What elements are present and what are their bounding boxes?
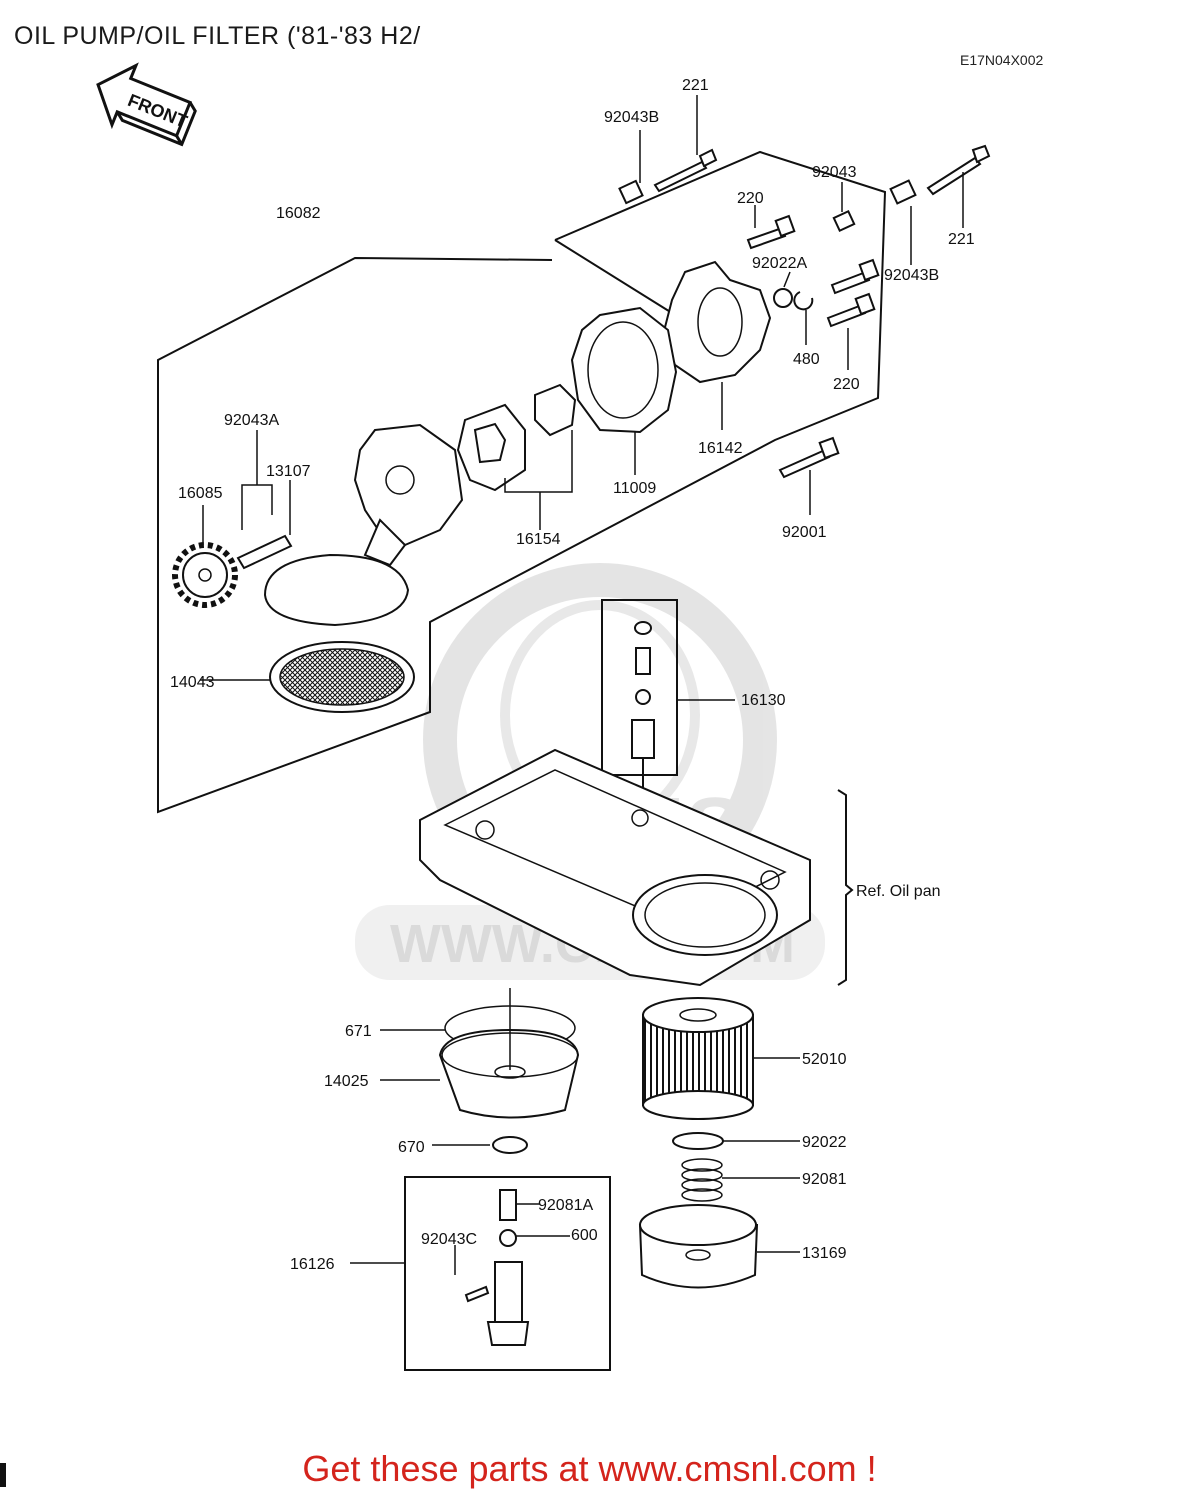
washer-92022 [672, 1132, 724, 1150]
label-671: 671 [345, 1023, 372, 1040]
label-16126: 16126 [290, 1256, 335, 1273]
edge-mark [0, 1463, 6, 1487]
label-92081: 92081 [802, 1171, 847, 1188]
washer-670 [492, 1136, 528, 1154]
cover-14025 [438, 1028, 580, 1119]
screen-14043 [269, 641, 415, 713]
label-16142: 16142 [698, 440, 743, 457]
label-16154: 16154 [516, 531, 561, 548]
sprocket-16085 [172, 542, 238, 608]
label-16085: 16085 [178, 485, 223, 502]
front-arrow-icon: FRONT [96, 62, 197, 147]
clip-480 [793, 291, 814, 311]
bolt-220-right [826, 258, 880, 328]
bypass-valve-16126 [464, 1189, 530, 1346]
label-92081A: 92081A [538, 1197, 593, 1214]
label-92043A: 92043A [224, 412, 279, 429]
rotor-set-16154 [456, 383, 577, 492]
label-600: 600 [571, 1227, 598, 1244]
label-92001: 92001 [782, 524, 827, 541]
page-title: OIL PUMP/OIL FILTER ('81-'83 H2/ [14, 22, 421, 50]
pump-body [353, 423, 464, 567]
label-480: 480 [793, 351, 820, 368]
label-220-top: 220 [737, 190, 764, 207]
diagram-code: E17N04X002 [960, 52, 1044, 68]
bypass-valve-box-16126 [404, 1176, 611, 1371]
footer-link[interactable]: Get these parts at www.cmsnl.com ! [302, 1448, 877, 1489]
label-14025: 14025 [324, 1073, 369, 1090]
strainer-cup [263, 553, 410, 627]
label-92022A: 92022A [752, 255, 807, 272]
label-221-top: 221 [682, 77, 709, 94]
bolt-221-top [618, 148, 718, 205]
label-92022: 92022 [802, 1134, 847, 1151]
label-92043: 92043 [812, 164, 857, 181]
pump-cover-16142 [661, 260, 772, 384]
label-92043B-top: 92043B [604, 109, 659, 126]
oil-pan [419, 748, 811, 987]
label-220-right: 220 [833, 376, 860, 393]
label-11009: 11009 [613, 480, 656, 497]
label-221-right: 221 [948, 231, 975, 248]
relief-valve-box-16130 [601, 599, 678, 776]
label-13169: 13169 [802, 1245, 847, 1262]
label-16130: 16130 [741, 692, 786, 709]
spring-92081 [681, 1158, 723, 1202]
label-16082: 16082 [276, 205, 321, 222]
label-92043B-right: 92043B [884, 267, 939, 284]
bolt-92001 [778, 436, 840, 479]
label-ref-oil-pan: Ref. Oil pan [856, 883, 940, 900]
pin-13107 [236, 534, 293, 570]
filter-52010 [642, 997, 754, 1120]
label-14043: 14043 [170, 674, 215, 691]
label-92043C: 92043C [421, 1231, 477, 1248]
label-670: 670 [398, 1139, 425, 1156]
pump-boundary [157, 150, 887, 814]
bowl-13169 [638, 1204, 759, 1289]
bolt-220-top [746, 214, 796, 250]
bolt-221-right [832, 144, 991, 233]
label-52010: 52010 [802, 1051, 847, 1068]
washer-92022A [773, 288, 793, 308]
relief-valve-16130 [631, 621, 655, 810]
label-13107: 13107 [266, 463, 311, 480]
part-labels: 221 92043B 16082 220 92043 221 92022A 92… [170, 77, 975, 1273]
